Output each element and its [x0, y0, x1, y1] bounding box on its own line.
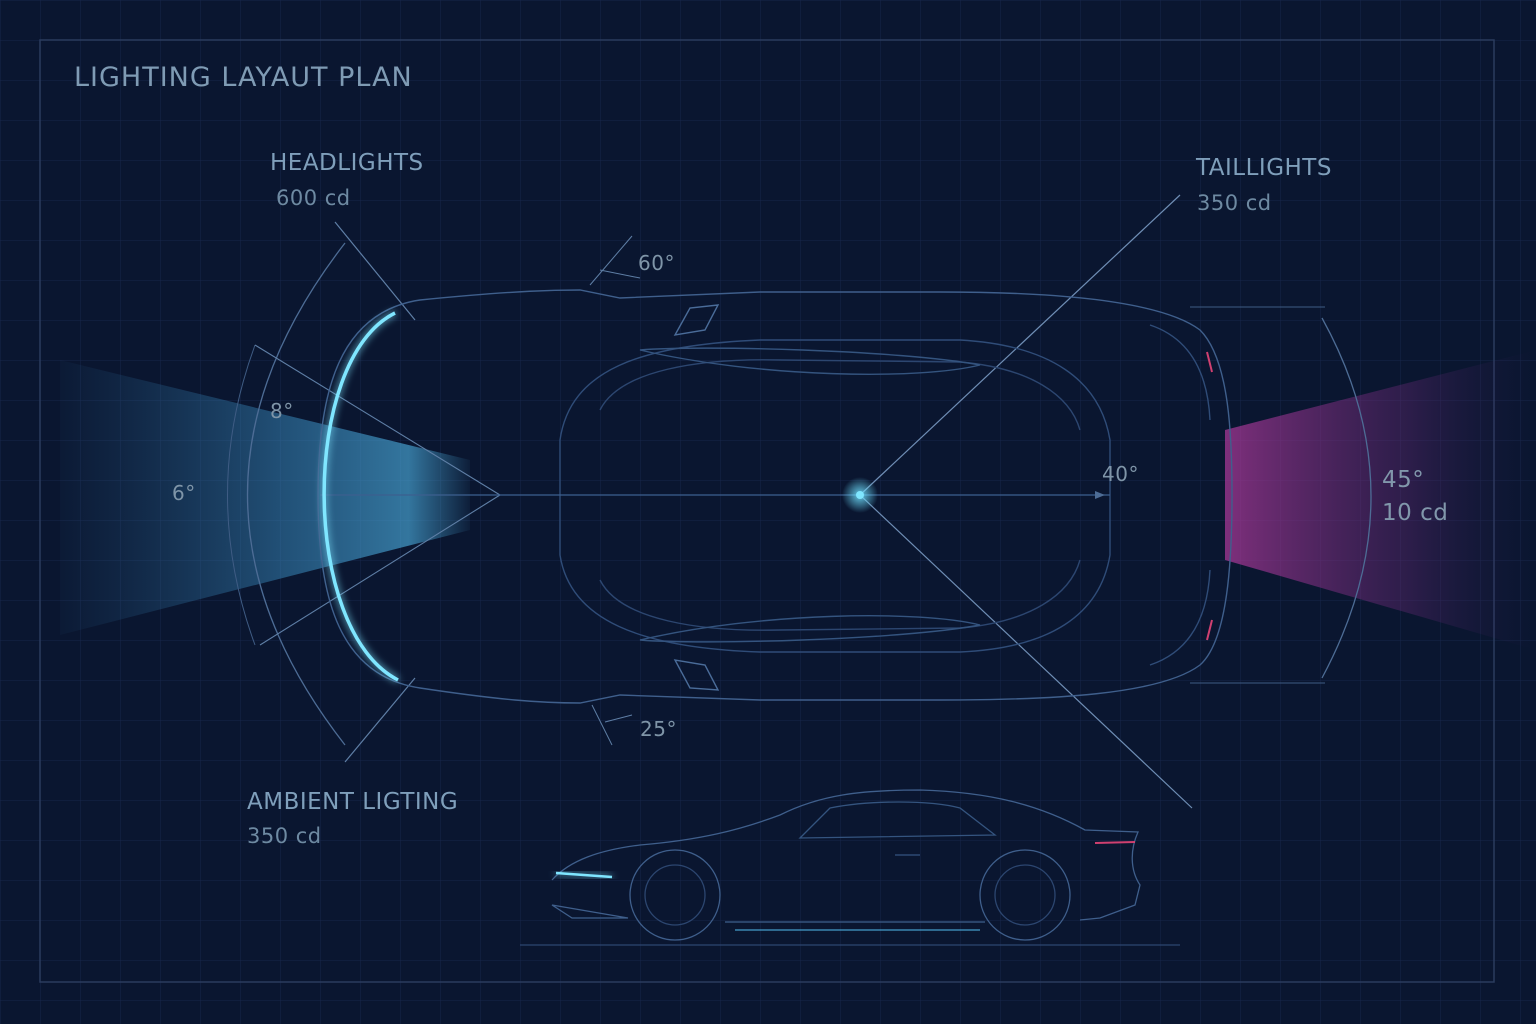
page-title: LIGHTING LAYAUT PLAN [74, 62, 413, 93]
rear-lower-diagonal-line [859, 494, 1193, 809]
mirror-top-angle: 60° [638, 251, 675, 275]
mirror-top [673, 304, 720, 336]
front-inner-angle: 8° [270, 399, 294, 423]
car-body-outline [317, 289, 1233, 704]
roof-line-top [599, 359, 1081, 431]
rear-wheel [979, 849, 1071, 941]
taillights-label: TAILLIGHTS [1196, 155, 1332, 181]
ambient-lighting-value: 350 cd [247, 824, 322, 848]
front-lower-angle-line [259, 494, 501, 646]
taillight-accent-bottom [1206, 619, 1213, 641]
rear-deck-bottom [1149, 569, 1211, 666]
side-taillight [1094, 841, 1136, 844]
front-upper-angle-line [254, 344, 501, 496]
center-point [856, 491, 864, 499]
front-inner-arc [227, 344, 256, 646]
upper-window-strip [639, 347, 981, 375]
rear-deck-top [1149, 324, 1211, 421]
mirror-bottom-angle: 25° [640, 717, 677, 741]
front-dimension-arc [247, 242, 346, 746]
rear-axis-angle: 40° [1102, 462, 1139, 486]
side-headlight [555, 871, 613, 879]
headlights-value: 600 cd [276, 186, 351, 210]
headlight-beam [60, 360, 470, 635]
lower-window-strip [639, 615, 981, 643]
ambient-lighting-label: AMBIENT LIGTING [247, 789, 459, 815]
car-top-view [317, 289, 1233, 704]
taillights-value: 350 cd [1197, 191, 1272, 215]
car-side-view [520, 789, 1180, 946]
side-body-outline [551, 789, 1141, 923]
taillight-accent-top [1206, 351, 1213, 373]
front-wheel-rim [644, 864, 706, 926]
mirror-top-leader [589, 235, 633, 286]
mirror-top-tick [599, 269, 641, 279]
cabin-outline [559, 339, 1111, 653]
mirror-bottom-leader [591, 704, 613, 746]
roof-line-bottom [599, 559, 1081, 631]
rear-wheel-rim [994, 864, 1056, 926]
rear-spread-angle: 45° [1382, 467, 1425, 493]
taillight-beam [1225, 350, 1536, 650]
front-spread-angle: 6° [172, 481, 196, 505]
rear-dimension-arc [1321, 317, 1372, 679]
rear-intensity-value: 10 cd [1382, 500, 1449, 526]
rear-axis-arrow [1095, 491, 1105, 499]
headlight-strip [322, 311, 399, 682]
headlights-label: HEADLIGHTS [270, 150, 424, 176]
mirror-bottom-tick [604, 714, 633, 723]
ambient-leader-line [344, 677, 416, 763]
mirror-bottom [673, 659, 720, 691]
front-wheel [629, 849, 721, 941]
side-window [798, 801, 997, 839]
taillights-leader-line [859, 194, 1181, 496]
